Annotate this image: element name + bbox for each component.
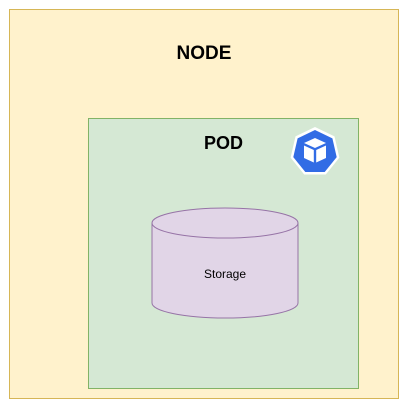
storage-label: Storage	[203, 267, 247, 281]
kubernetes-pod-icon	[289, 126, 341, 178]
storage-cylinder: Storage	[151, 207, 299, 321]
node-label: NODE	[176, 43, 232, 64]
node-container: NODE POD Storage	[9, 9, 399, 399]
pod-label: POD	[203, 133, 243, 153]
pod-container: POD Storage	[88, 118, 359, 389]
